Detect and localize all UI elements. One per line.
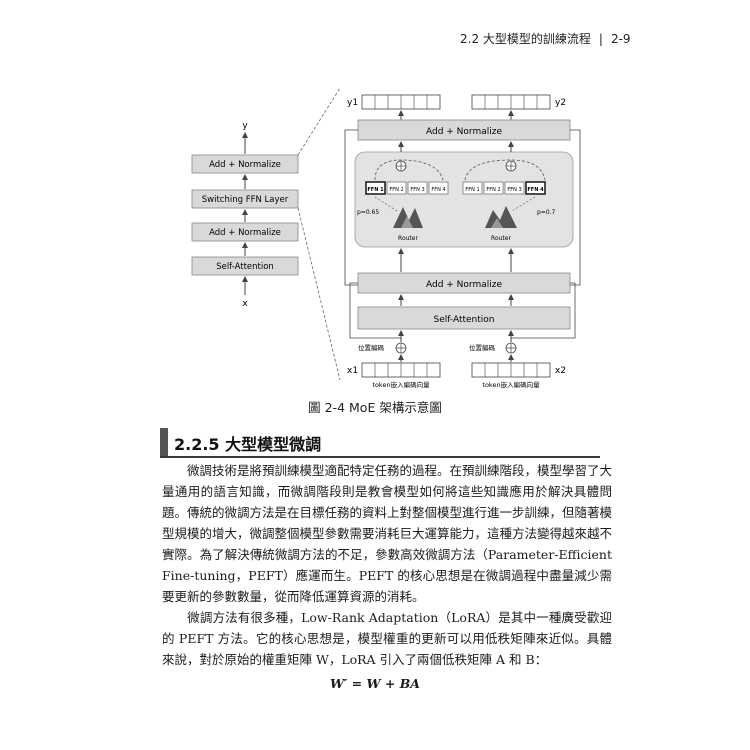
ffn-right-1: FFN 1 [465,187,479,193]
right-self-attention [357,306,571,330]
router-right-icon [485,196,536,228]
left-block-label: Add + Normalize [209,160,281,170]
running-header: 2.2 大型模型的訓練流程 | 2-9 [460,30,631,47]
header-page-number: 2-9 [610,32,631,46]
right-self-attention-label: Self-Attention [433,315,494,325]
ffn-left-4: FFN 4 [431,187,445,193]
ffn-right-4: FFN 4 [527,187,544,193]
router-left-icon [374,196,423,228]
left-block-label: Add + Normalize [209,228,281,238]
paragraph-1-text: 微調技術是將預訓練模型適配特定任務的過程。在預訓練階段，模型學習了大量通用的語言… [162,463,613,604]
pos-enc-left-label: 位置編碼 [358,343,385,352]
ffn-left-2: FFN 2 [389,187,403,193]
ffn-left-1: FFN 1 [367,187,384,193]
left-x-label: x [242,299,248,309]
ffn-group-left: FFN 1 FFN 2 FFN 3 FFN 4 [365,181,449,195]
p-left-label: p=0.65 [357,209,379,216]
paragraph-1: 微調技術是將預訓練模型適配特定任務的過程。在預訓練階段，模型學習了大量通用的語言… [162,460,612,607]
left-block-label: Switching FFN Layer [202,195,289,205]
left-block-add-normalize-top [191,154,299,174]
ffn-left-3: FFN 3 [410,187,424,193]
x1-vector [361,362,441,378]
paragraph-2-text: 微調方法有很多種，Low-Rank Adaptation（LoRA）是其中一種廣… [162,610,612,667]
left-stack: y Add + Normalize Switching FFN Layer Ad… [191,87,341,381]
left-y-label: y [242,121,248,131]
p-right-label: p=0.7 [537,209,556,216]
header-section: 2.2 大型模型的訓練流程 [460,32,591,46]
x2-vector [471,362,551,378]
router-left-label: Router [398,235,418,242]
token-emb-left-label: token嵌入編碼向量 [372,380,430,389]
right-mid-add-normalize-label: Add + Normalize [426,280,502,290]
token-emb-right-label: token嵌入編碼向量 [482,380,540,389]
ffn-right-3: FFN 3 [507,187,521,193]
moe-layer-area [354,151,574,248]
y1-label: y1 [347,98,358,108]
router-right-label: Router [491,235,511,242]
section-title: 2.2.5 大型模型微調 [174,435,322,454]
pos-enc-right-label: 位置編碼 [469,343,496,352]
x1-label: x1 [347,366,358,376]
ffn-right-2: FFN 2 [486,187,500,193]
y2-vector [471,94,551,110]
left-block-add-normalize-bottom [191,222,299,242]
x2-label: x2 [555,366,566,376]
section-heading: 2.2.5 大型模型微調 [160,428,600,458]
left-block-self-attention [191,256,299,276]
lora-formula: W′ = W + BA [330,676,420,691]
figure-caption: 圖 2-4 MoE 架構示意圖 [308,400,442,415]
header-separator: | [598,32,603,46]
moe-figure: y Add + Normalize Switching FFN Layer Ad… [175,80,595,390]
moe-diagram: y Add + Normalize Switching FFN Layer Ad… [191,87,581,389]
ffn-group-right: FFN 1 FFN 2 FFN 3 FFN 4 [462,181,546,195]
section-heading-bar [160,428,168,456]
left-block-switching-ffn [191,189,299,209]
paragraph-2: 微調方法有很多種，Low-Rank Adaptation（LoRA）是其中一種廣… [162,607,612,670]
y2-label: y2 [555,98,566,108]
right-top-add-normalize-label: Add + Normalize [426,127,502,137]
right-diagram: y1 y2 Add + Normalize [344,94,581,389]
y1-vector [361,94,441,110]
left-block-label: Self-Attention [216,262,274,272]
